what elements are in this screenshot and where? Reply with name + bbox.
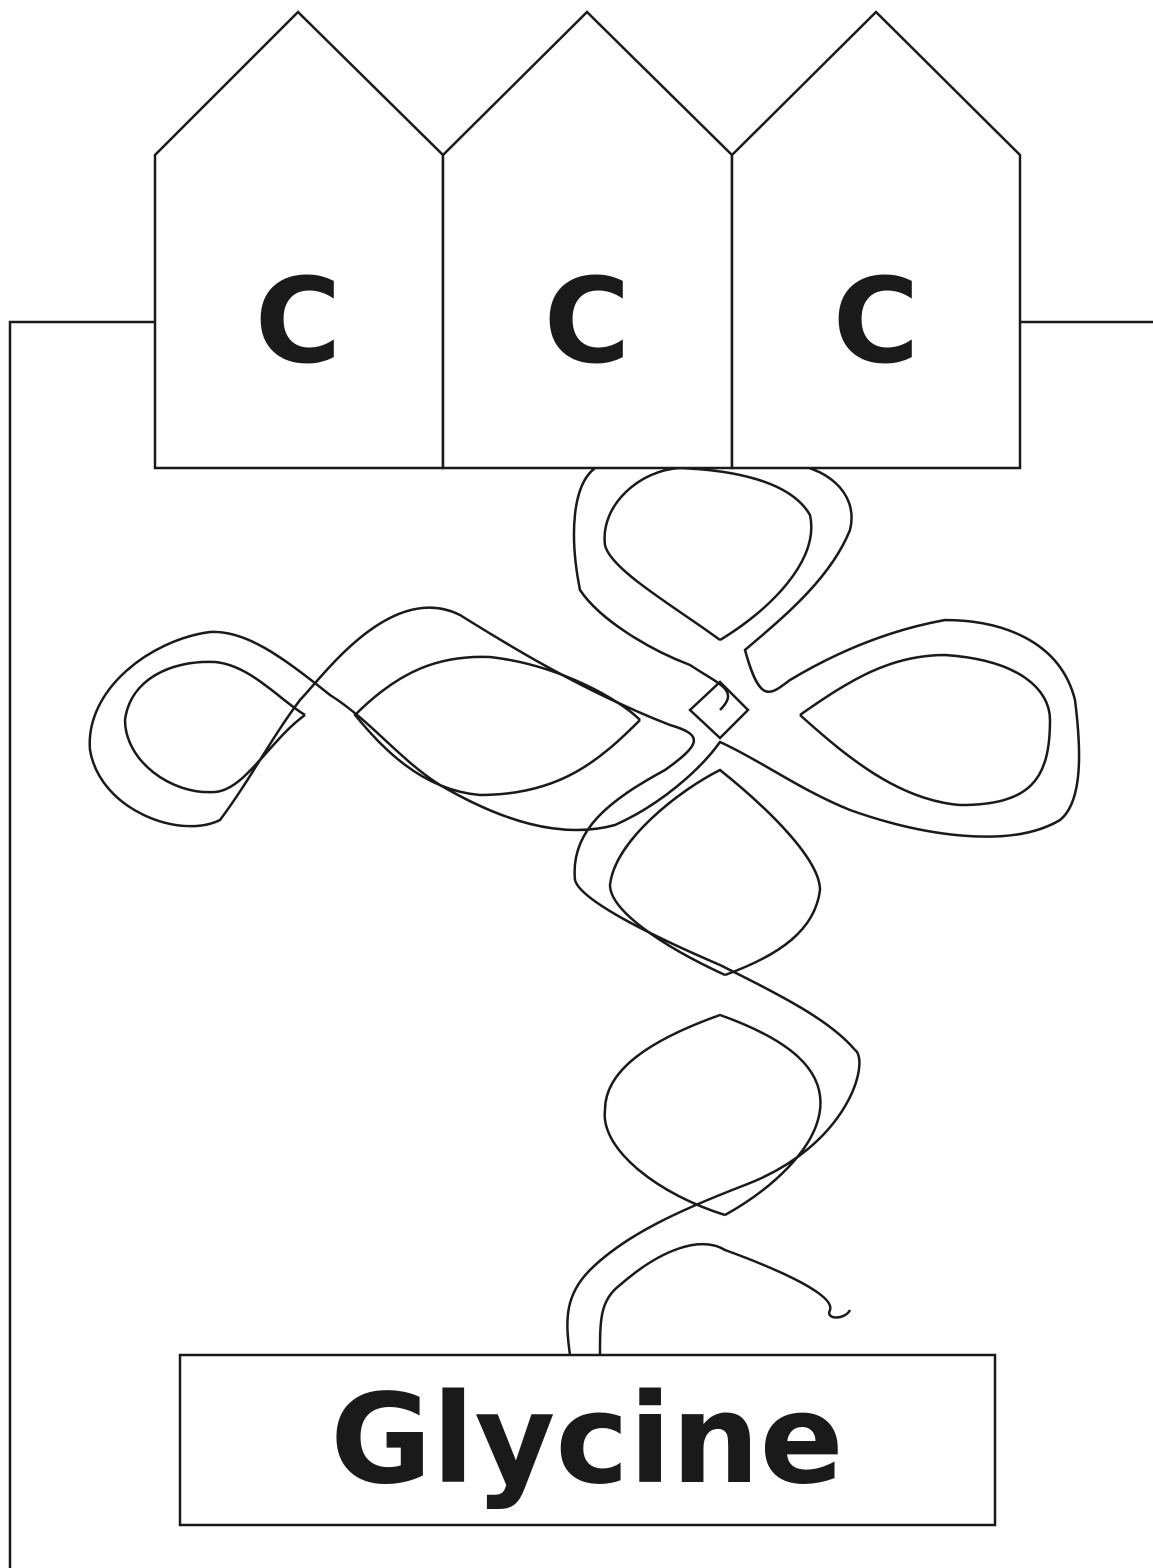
codon-box-3: C xyxy=(732,12,1020,468)
codon-base-2: C xyxy=(544,252,631,390)
codon-box-2: C xyxy=(443,12,732,468)
amino-acid-label: Glycine xyxy=(330,1368,844,1512)
codon-box-1: C xyxy=(155,12,443,468)
codon-base-1: C xyxy=(255,252,342,390)
codon-base-3: C xyxy=(833,252,920,390)
amino-acid-box: Glycine xyxy=(180,1355,995,1525)
trna-ribbon-outer xyxy=(90,465,1079,1355)
